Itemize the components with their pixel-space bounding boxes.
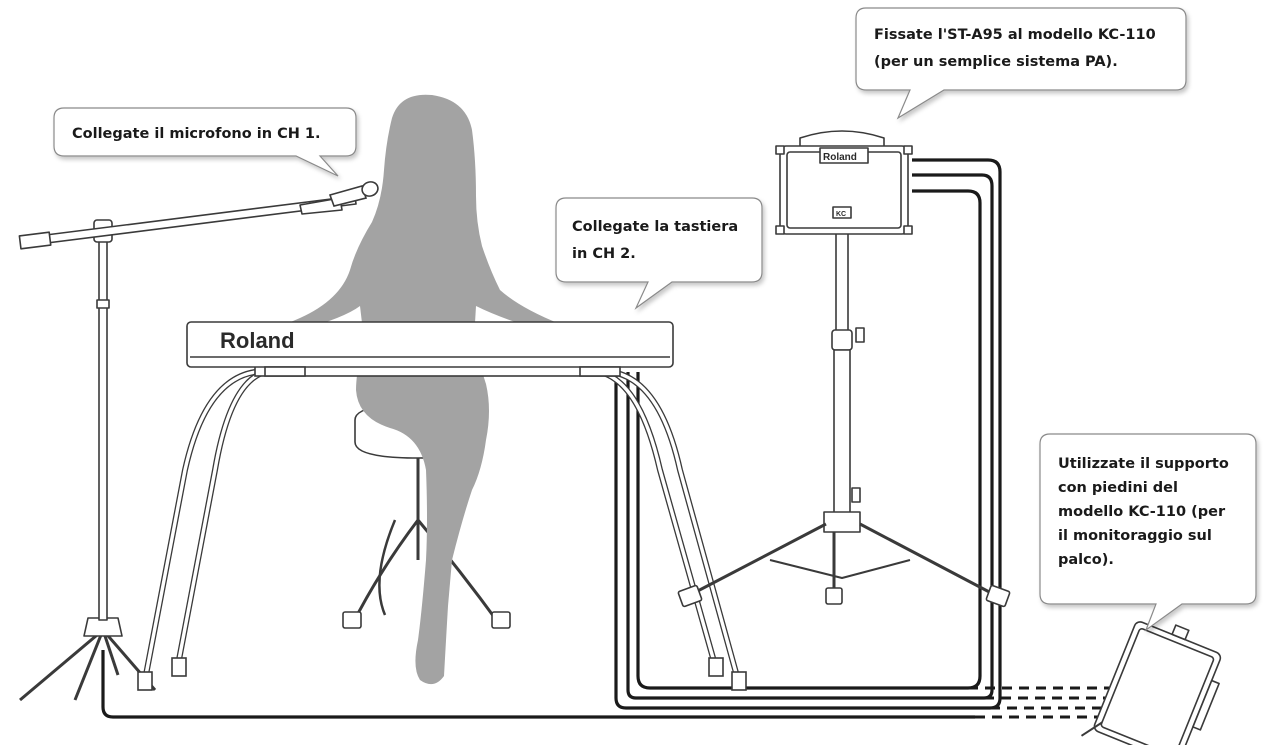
callout-microphone-bubble <box>53 107 357 177</box>
amplifier-brand: Roland <box>823 152 857 163</box>
cables <box>101 158 1002 719</box>
cable-keyboard-1 <box>614 158 1002 710</box>
amplifier-badge: KC <box>836 211 846 218</box>
callout-pa-bubble <box>855 7 1187 120</box>
callout-keyboard-line: in CH 2. <box>572 246 636 262</box>
callout-keyboard <box>555 197 763 310</box>
callout-pa <box>855 7 1187 120</box>
callout-microphone-text: Collegate il microfono in CH 1. <box>72 126 321 142</box>
callout-pa-line: (per un semplice sistema PA). <box>874 54 1118 70</box>
microphone <box>328 181 379 207</box>
callout-microphone-line: Collegate il microfono in CH 1. <box>72 126 321 142</box>
callout-monitor-line: con piedini del <box>1058 480 1178 496</box>
performer-silhouette <box>286 94 560 685</box>
microphone-stand <box>18 195 357 702</box>
callout-monitor-text: Utilizzate il supporto con piedini del m… <box>1058 456 1234 568</box>
callout-monitor-line: il monitoraggio sul <box>1058 528 1212 544</box>
callout-microphone <box>53 107 357 177</box>
callout-keyboard-text: Collegate la tastiera in CH 2. <box>572 219 743 262</box>
callout-monitor-bubble <box>1039 433 1257 632</box>
callout-keyboard-line: Collegate la tastiera <box>572 219 738 235</box>
callout-monitor-line: Utilizzate il supporto <box>1058 456 1229 472</box>
callout-monitor-line: modello KC-110 (per <box>1058 504 1226 520</box>
cable-amp-out <box>636 189 982 690</box>
callout-pa-line: Fissate l'ST-A95 al modello KC-110 <box>874 27 1156 43</box>
callout-monitor-line: palco). <box>1058 552 1114 568</box>
amplifier-kc110 <box>775 130 913 235</box>
cable-keyboard-2 <box>626 173 994 700</box>
monitor-amplifier <box>1080 621 1222 745</box>
keyboard <box>186 321 674 377</box>
callout-monitor <box>1039 433 1257 632</box>
callout-keyboard-bubble <box>555 197 763 310</box>
speaker-stand <box>677 231 1011 608</box>
cables-to-monitor <box>968 686 1112 719</box>
keyboard-brand: Roland <box>220 328 295 353</box>
cable-mic <box>101 650 975 719</box>
callout-pa-text: Fissate l'ST-A95 al modello KC-110 (per … <box>874 27 1161 70</box>
